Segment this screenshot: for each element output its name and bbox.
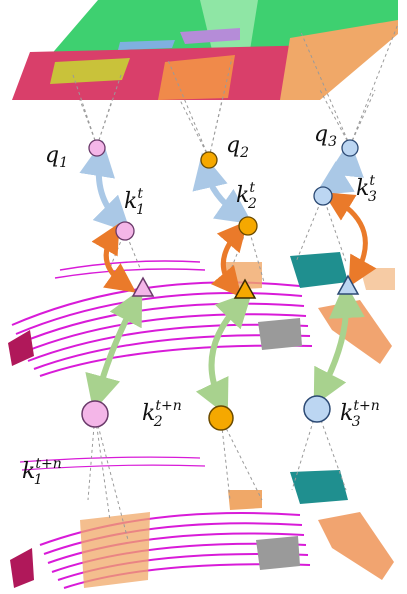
- arrow-q2-k2: [192, 152, 253, 225]
- temporal-arrows: [85, 282, 365, 417]
- k1-t-node: [115, 221, 135, 241]
- query-key-arrows: [79, 140, 364, 233]
- object3-triangle: [336, 274, 360, 295]
- label-q1: q1: [45, 143, 68, 171]
- lidar-objects-tn: [10, 470, 394, 588]
- arrow-obj3-k3tn: [313, 282, 365, 406]
- object2-triangle: [233, 278, 257, 299]
- arrow-obj1-k1tn: [85, 288, 143, 412]
- k3-t-node: [313, 186, 333, 206]
- label-q2: q2: [226, 133, 249, 161]
- arrow-q1-k1: [79, 140, 131, 233]
- q3-node: [341, 139, 359, 157]
- k3-tn-node: [303, 395, 331, 423]
- arrow-k1-obj1: [91, 222, 137, 293]
- arrow-k2-obj2: [210, 220, 248, 298]
- k2-t-node: [238, 216, 258, 236]
- arrow-obj2-k2tn: [195, 290, 253, 417]
- object1-triangle: [131, 276, 155, 297]
- segmentation-image-plane: [12, 0, 398, 100]
- label-q3: q3: [314, 122, 337, 150]
- key-object-arrows: [91, 192, 377, 298]
- arrow-q3-k3: [314, 140, 364, 196]
- q1-node: [88, 139, 106, 157]
- k2-tn-node: [208, 405, 234, 431]
- q2-node: [200, 151, 218, 169]
- k1-tn-node: [81, 400, 109, 428]
- lidar-scan-t: [11, 260, 313, 377]
- arrow-k3-obj3: [323, 192, 377, 288]
